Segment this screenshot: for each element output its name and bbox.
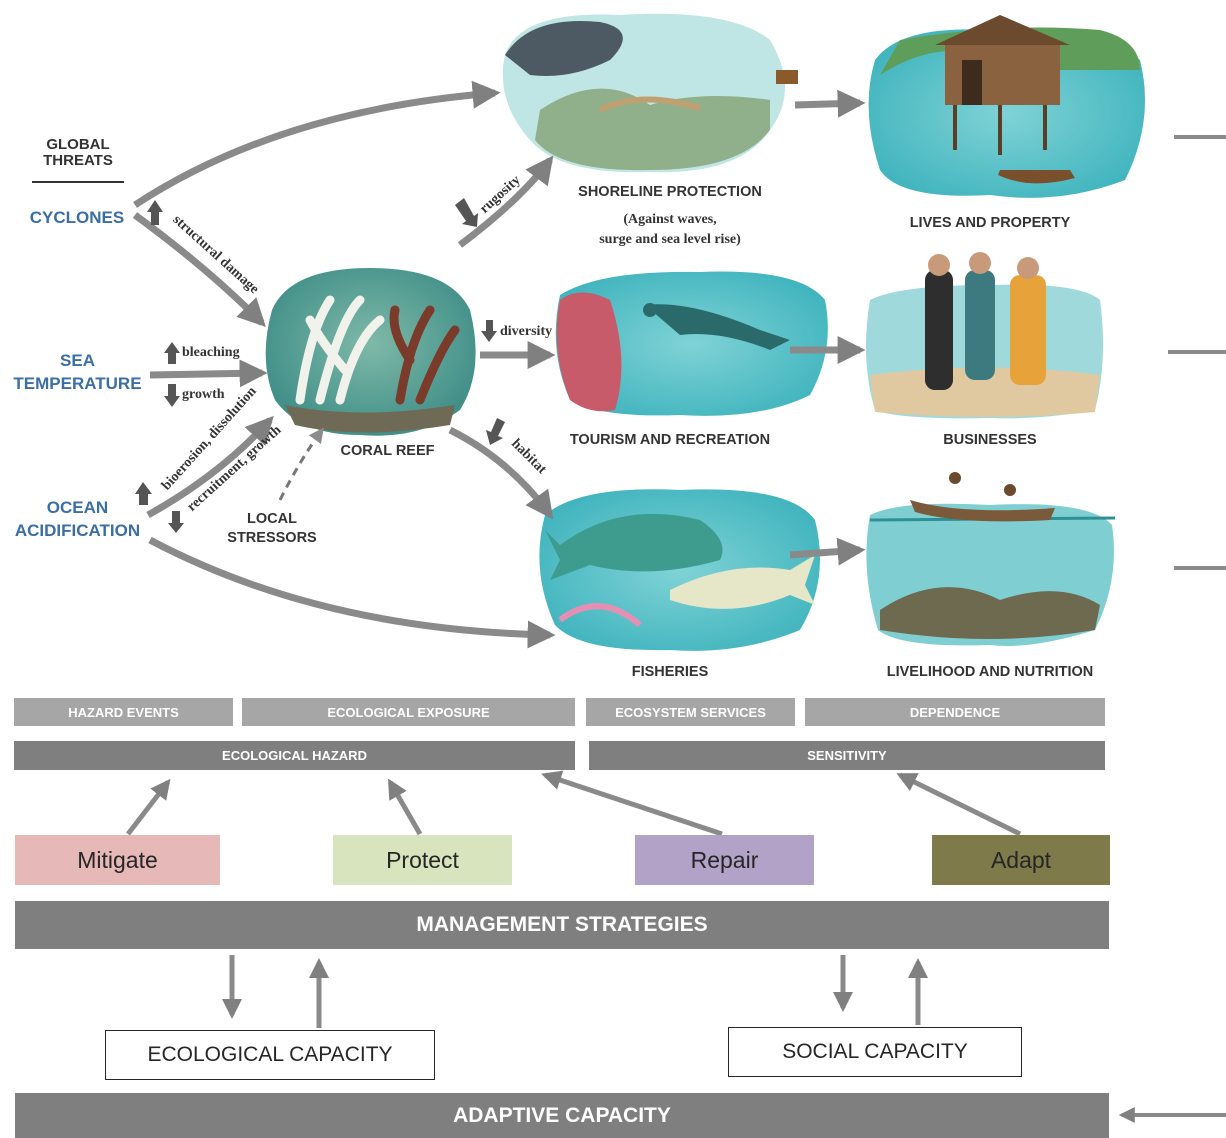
down-arrow-recruitment: [168, 511, 184, 533]
cyclones-label: CYCLONES: [29, 208, 125, 227]
growth-label: growth: [182, 387, 225, 402]
right-connectors: [1168, 135, 1226, 570]
adapt-box: Adapt: [932, 835, 1110, 885]
fisheries-illustration: [539, 489, 820, 651]
livelihood-illustration: [866, 472, 1116, 646]
management-strategies-bar: MANAGEMENT STRATEGIES: [15, 901, 1109, 949]
arrow-adapt-sensitivity: [896, 772, 1022, 837]
sea-temperature-label: SEA TEMPERATURE: [13, 351, 142, 393]
effect-indicators: [135, 198, 505, 533]
arrow-reef-shoreline: [457, 155, 554, 248]
social-capacity-box: SOCIAL CAPACITY: [728, 1027, 1022, 1077]
strategy-arrows: [126, 770, 1022, 1028]
ecological-hazard-bar: ECOLOGICAL HAZARD: [14, 741, 575, 770]
sensitivity-bar: SENSITIVITY: [589, 741, 1105, 770]
shoreline-protection-sublabel: (Against waves, surge and sea level rise…: [599, 212, 741, 247]
lives-property-label: LIVES AND PROPERTY: [909, 215, 1071, 231]
protect-box: Protect: [333, 835, 512, 885]
down-arrow-habitat: [486, 418, 505, 445]
arrow-shoreline-lives: [794, 89, 866, 118]
up-arrow-bioerosion: [135, 482, 152, 505]
arrow-mitigate-hazard: [126, 778, 171, 836]
ecological-exposure-bar: ECOLOGICAL EXPOSURE: [242, 698, 575, 726]
flow-arrows: [132, 80, 866, 649]
arrow-reef-fisheries: [448, 426, 554, 520]
global-threats-heading: GLOBAL THREATS: [43, 136, 113, 169]
bleaching-label: bleaching: [182, 345, 240, 360]
up-arrow-structural: [147, 200, 163, 225]
ecological-capacity-box: ECOLOGICAL CAPACITY: [105, 1030, 435, 1080]
arrow-fisheries-livelihood: [789, 537, 866, 566]
hazard-events-bar: HAZARD EVENTS: [14, 698, 233, 726]
arrow-acid-fisheries: [148, 536, 556, 649]
down-arrow-rugosity: [455, 198, 478, 227]
repair-box: Repair: [635, 835, 814, 885]
ocean-acidification-label: OCEAN ACIDIFICATION: [14, 498, 141, 540]
down-arrow-diversity: [481, 320, 497, 342]
coral-reef-label: CORAL REEF: [340, 443, 435, 459]
fisheries-label: FISHERIES: [631, 664, 709, 680]
adaptive-capacity-bar: ADAPTIVE CAPACITY: [15, 1093, 1109, 1138]
arrow-seatemp-reef: [149, 359, 268, 388]
arrow-acid-reef: [146, 415, 274, 519]
livelihood-nutrition-label: LIVELIHOOD AND NUTRITION: [886, 664, 1094, 680]
coral-reef-illustration: [265, 268, 476, 436]
businesses-illustration: [866, 252, 1104, 419]
tourism-recreation-label: TOURISM AND RECREATION: [569, 432, 771, 448]
ecosystem-services-bar: ECOSYSTEM SERVICES: [586, 698, 795, 726]
businesses-label: BUSINESSES: [943, 432, 1037, 448]
arrow-repair-hazard: [541, 770, 723, 837]
tourism-illustration: [555, 271, 828, 416]
diversity-label: diversity: [500, 324, 553, 339]
shoreline-protection-label: SHORELINE PROTECTION: [578, 184, 762, 200]
shoreline-illustration: [502, 13, 798, 173]
mitigate-box: Mitigate: [15, 835, 220, 885]
dependence-bar: DEPENDENCE: [805, 698, 1105, 726]
local-stressors-label: LOCAL STRESSORS: [227, 511, 317, 546]
lives-property-illustration: [868, 15, 1145, 198]
up-arrow-bleaching: [164, 342, 180, 364]
arrow-cyclones-shoreline: [133, 80, 501, 208]
arrow-local-stressors: [278, 427, 324, 501]
down-arrow-growth: [164, 384, 180, 407]
arrow-protect-hazard: [387, 778, 423, 836]
arrow-cyclones-reef: [132, 212, 266, 327]
